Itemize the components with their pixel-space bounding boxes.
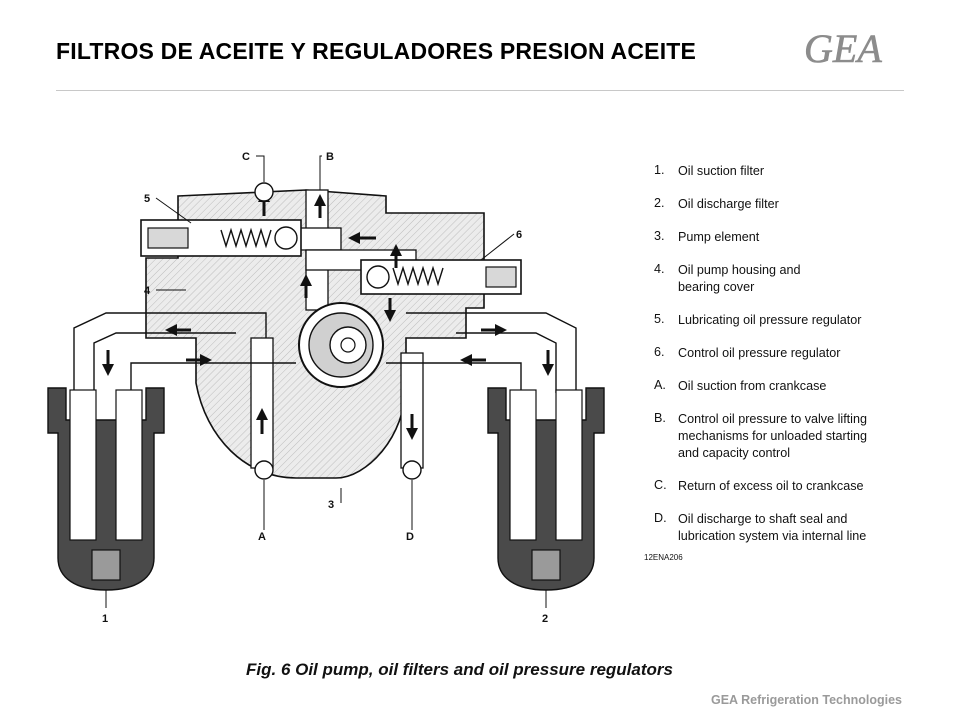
diagram-legend: 1. Oil suction filter 2. Oil discharge fil… bbox=[654, 163, 954, 545]
legend-item: B. Control oil pressure to valve lifting … bbox=[654, 411, 954, 462]
legend-item: 2. Oil discharge filter bbox=[654, 196, 954, 213]
callout-a: A bbox=[258, 531, 266, 543]
oil-discharge-filter bbox=[487, 387, 605, 591]
callout-leaders bbox=[105, 155, 547, 608]
callout-5: 5 bbox=[144, 193, 150, 205]
legend-text: Oil discharge to shaft seal and lubricat… bbox=[678, 512, 867, 543]
callout-c: C bbox=[242, 151, 250, 163]
legend-text: Return of excess oil to crankcase bbox=[678, 479, 864, 493]
legend-item: 5. Lubricating oil pressure regulator bbox=[654, 312, 954, 329]
legend-num: C. bbox=[654, 478, 667, 492]
legend-item: 4. Oil pump housing and bearing cover bbox=[654, 262, 954, 296]
legend-item: 1. Oil suction filter bbox=[654, 163, 954, 180]
legend-num: A. bbox=[654, 378, 666, 392]
legend-item: 6. Control oil pressure regulator bbox=[654, 345, 954, 362]
control-oil-pressure-regulator bbox=[360, 259, 522, 295]
lubricating-oil-pressure-regulator bbox=[140, 219, 302, 257]
legend-num: B. bbox=[654, 411, 666, 425]
callout-4: 4 bbox=[144, 285, 151, 297]
ports bbox=[254, 182, 422, 480]
legend-num: 3. bbox=[654, 229, 665, 243]
legend-item: 3. Pump element bbox=[654, 229, 954, 246]
legend-text: Oil suction filter bbox=[678, 164, 765, 178]
legend-num: 6. bbox=[654, 345, 665, 359]
oil-suction-filter bbox=[47, 387, 165, 591]
legend-item: C. Return of excess oil to crankcase bbox=[654, 478, 954, 495]
title-divider bbox=[56, 90, 904, 91]
drawing-code: 12ENA206 bbox=[644, 553, 683, 562]
legend-num: 1. bbox=[654, 163, 665, 177]
pump-element bbox=[298, 302, 384, 388]
callout-b: B bbox=[326, 151, 334, 163]
callout-1: 1 bbox=[102, 613, 108, 625]
legend-item: A. Oil suction from crankcase bbox=[654, 378, 954, 395]
legend-num: D. bbox=[654, 511, 667, 525]
gea-logo-text: GEA bbox=[804, 26, 882, 71]
gea-logo: GEA bbox=[804, 26, 883, 72]
legend-num: 4. bbox=[654, 262, 665, 276]
legend-text: Control oil pressure to valve lifting me… bbox=[678, 412, 868, 460]
callout-6: 6 bbox=[516, 229, 522, 241]
legend-num: 2. bbox=[654, 196, 665, 210]
flow-arrows bbox=[102, 190, 554, 440]
legend-text: Oil pump housing and bearing cover bbox=[678, 263, 801, 294]
legend-num: 5. bbox=[654, 312, 665, 326]
callout-2: 2 bbox=[542, 613, 548, 625]
legend-text: Control oil pressure regulator bbox=[678, 346, 841, 360]
legend-text: Oil discharge filter bbox=[678, 197, 779, 211]
page-title: FILTROS DE ACEITE Y REGULADORES PRESION … bbox=[56, 38, 697, 64]
legend-text: Pump element bbox=[678, 230, 760, 244]
legend-item: D. Oil discharge to shaft seal and lubric… bbox=[654, 511, 954, 545]
legend-text: Oil suction from crankcase bbox=[678, 379, 827, 393]
callout-3: 3 bbox=[328, 499, 334, 511]
footer-company: GEA Refrigeration Technologies bbox=[711, 693, 902, 707]
callout-d: D bbox=[406, 531, 414, 543]
oil-pump-diagram: C B 5 4 6 3 A D 1 2 bbox=[47, 151, 605, 625]
legend-text: Lubricating oil pressure regulator bbox=[678, 313, 862, 327]
figure-caption: Fig. 6 Oil pump, oil filters and oil pre… bbox=[246, 660, 673, 679]
